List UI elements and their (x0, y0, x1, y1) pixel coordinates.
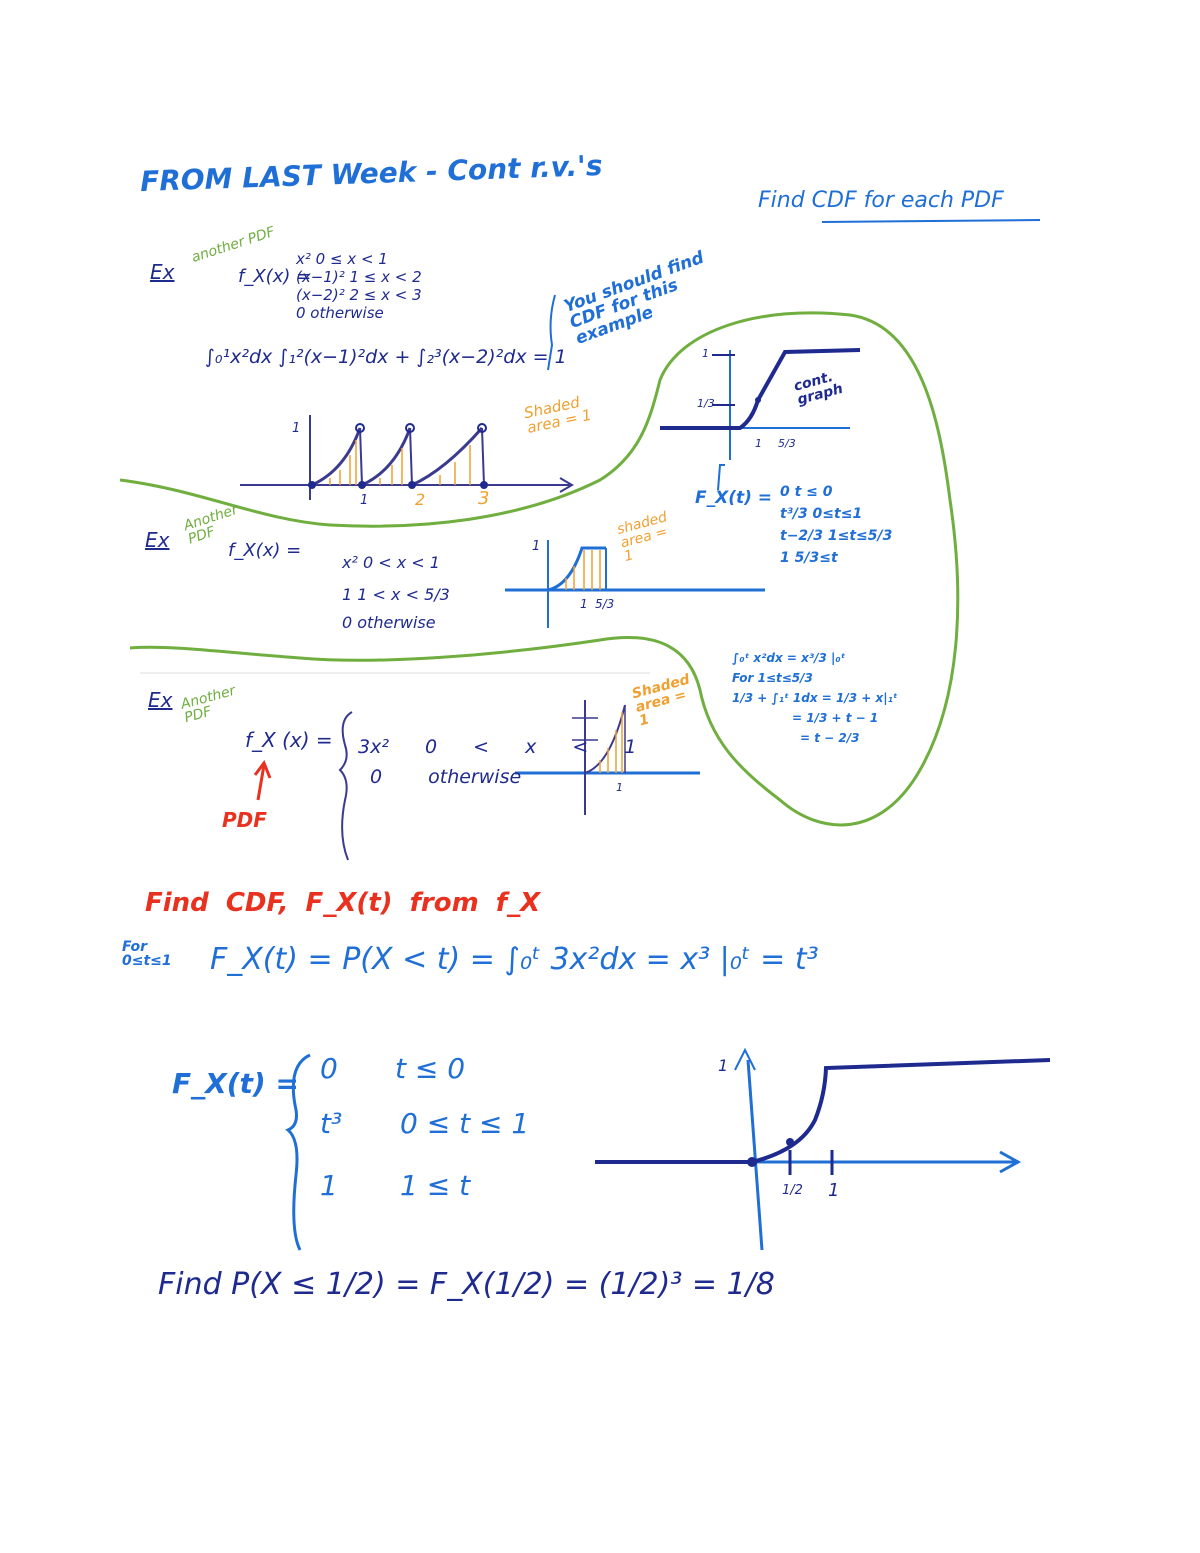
cdf-work-4: = 1/3 + t − 1 (792, 711, 879, 725)
ex1-graph-y: 1 (292, 421, 301, 436)
ex1-integral: ∫₀¹x²dx ∫₁²(x−1)²dx + ∫₂³(x−2)²dx = 1 (205, 346, 567, 368)
subtitle-underline (821, 219, 1041, 223)
cdf-panel-cases: 0 t ≤ 0 t³/3 0≤t≤1 t−2/3 1≤t≤5/3 1 5/3≤t (780, 485, 892, 565)
cdf-work-1: ∫₀ᵗ x²dx = x³/3 |₀ᵗ (732, 651, 846, 665)
final-brace (285, 1053, 311, 1251)
ex1-pdf-lhs: f_X(x) = (238, 266, 312, 287)
final-graph-y: 1 (718, 1056, 729, 1075)
cdf-work-3: 1/3 + ∫₁ᵗ 1dx = 1/3 + x|₁ᵗ (732, 691, 898, 705)
ex3-brace (338, 711, 353, 861)
final-graph-x-half: 1/2 (782, 1183, 803, 1198)
ex1-tick-1: 1 (360, 493, 369, 508)
cdf-panel-graph (660, 348, 861, 491)
note-bracket (547, 294, 556, 371)
ex3-graph-x: 1 (616, 781, 623, 794)
ex1-label: Ex (150, 260, 175, 284)
ex2-pdf-lhs: f_X(x) = (228, 540, 302, 561)
ex3-case-1: 3x² 0 < x < 1 (358, 736, 637, 758)
cdf-panel-case-1: 0 t ≤ 0 (780, 484, 833, 500)
final-cdf-lhs: F_X(t) = (172, 1067, 299, 1100)
ex1-cases: x² 0 ≤ x < 1 (x−1)² 1 ≤ x < 2 (x−2)² 2 ≤… (296, 252, 422, 321)
ex2-case-2: 1 1 < x < 5/3 (342, 585, 450, 604)
cdf-panel-y-1: 1 (702, 347, 709, 360)
ex3-label: Ex (148, 688, 173, 712)
ex1-case-4: 0 otherwise (296, 304, 384, 322)
cdf-panel-work: ∫₀ᵗ x²dx = x³/3 |₀ᵗ For 1≤t≤5/3 1/3 + ∫₁… (732, 652, 898, 744)
for-range-label: For 0≤t≤1 (122, 939, 172, 969)
final-probability-line: Find P(X ≤ 1/2) = F_X(1/2) = (1/2)³ = 1/… (158, 1267, 775, 1302)
ex1-case-1: x² 0 ≤ x < 1 (296, 250, 388, 268)
cdf-panel-case-4: 1 5/3≤t (780, 550, 838, 566)
ex2-label: Ex (145, 528, 170, 552)
cdf-work-5: = t − 2/3 (800, 731, 860, 745)
final-cdf-graph (595, 1047, 1051, 1251)
ex1-case-3: (x−2)² 2 ≤ x < 3 (296, 286, 422, 304)
ex2-case-3: 0 otherwise (342, 613, 436, 632)
ex2-cases: x² 0 < x < 1 1 1 < x < 5/3 0 otherwise (342, 555, 450, 631)
final-case-cond-3: 1 ≤ t (400, 1169, 471, 1202)
cdf-panel-y-third: 1/3 (697, 397, 715, 410)
cdf-panel-x-1: 1 (755, 437, 762, 450)
cdf-panel-x-53: 5/3 (778, 437, 796, 450)
final-case-cond-1: t ≤ 0 (395, 1052, 466, 1085)
ex1-case-2: (x−1)² 1 ≤ x < 2 (296, 268, 422, 286)
cdf-panel-case-3: t−2/3 1≤t≤5/3 (780, 528, 893, 544)
cdf-work-2: For 1≤t≤5/3 (732, 671, 813, 685)
ex3-pdf-lhs: f_X (x) = (245, 728, 333, 752)
final-case-value-1: 0 (320, 1052, 338, 1085)
ex1-graph (240, 415, 574, 500)
green-divider-1 (119, 311, 960, 827)
final-case-cond-2: 0 ≤ t ≤ 1 (400, 1107, 530, 1140)
ex3-graph (515, 700, 700, 815)
ex2-graph-y: 1 (532, 539, 541, 554)
ex2-case-1: x² 0 < x < 1 (342, 553, 440, 572)
page-subtitle: Find CDF for each PDF (758, 188, 1004, 213)
ex1-tick-2: 2 (415, 490, 426, 509)
ex3-pdf-label: PDF (222, 808, 267, 832)
cdf-panel-case-2: t³/3 0≤t≤1 (780, 506, 863, 522)
cdf-panel-lhs: F_X(t) = (695, 488, 773, 508)
final-case-value-3: 1 (320, 1169, 338, 1202)
cdf-derivation: F_X(t) = P(X < t) = ∫₀ᵗ 3x²dx = x³ |₀ᵗ =… (210, 942, 819, 977)
final-case-value-2: t³ (320, 1107, 343, 1140)
ex2-graph-x1: 1 (580, 597, 588, 611)
final-graph-x-1: 1 (828, 1180, 840, 1201)
ex3-case-2: 0 otherwise (370, 766, 522, 788)
find-cdf-line: Find CDF, F_X(t) from f_X (145, 888, 541, 918)
ex2-graph-x2: 5/3 (595, 597, 615, 611)
ex2-graph (505, 540, 765, 628)
ex1-tick-3: 3 (478, 488, 490, 509)
pdf-arrow (253, 759, 272, 801)
